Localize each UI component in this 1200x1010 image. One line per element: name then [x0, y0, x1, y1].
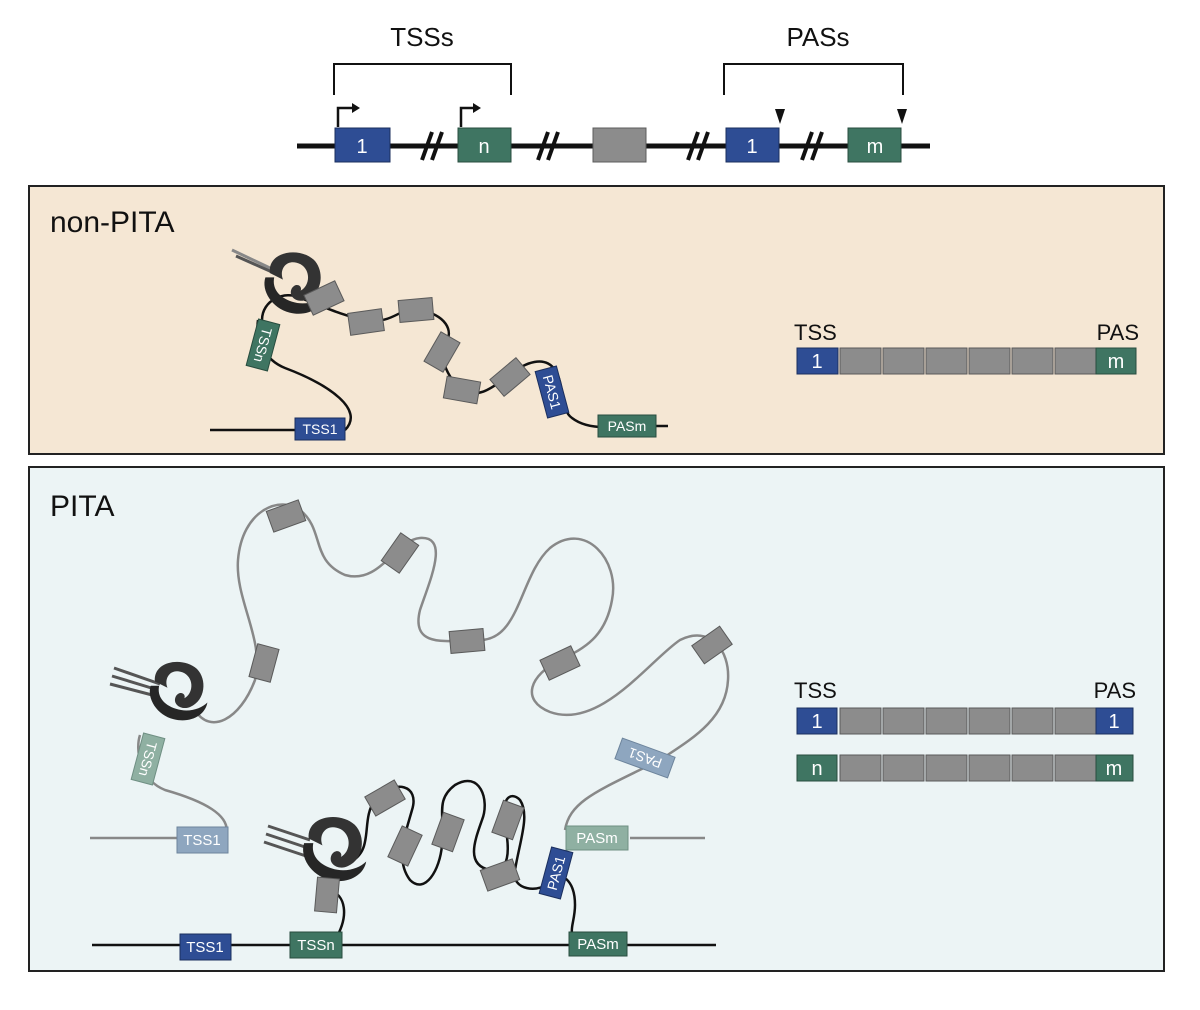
tag-pasm: PASm	[597, 414, 657, 438]
break-mark	[420, 131, 824, 161]
exon-pas-1-label: 1	[746, 136, 757, 158]
svg-text:1: 1	[1108, 711, 1119, 733]
svg-text:PASm: PASm	[608, 418, 647, 434]
svg-text:PASm: PASm	[577, 936, 618, 953]
exon-pas-m	[847, 127, 902, 163]
tag-tssn: TSSn	[245, 318, 281, 372]
exon-pas-m-label: m	[867, 136, 884, 158]
tss-arrow-head-icon	[352, 103, 360, 113]
svg-text:m: m	[1106, 758, 1123, 780]
exon-tss-n-label: n	[478, 136, 489, 158]
pita-title: PITA	[50, 490, 114, 523]
svg-text:1: 1	[811, 351, 822, 373]
nascent-peptide	[231, 248, 271, 270]
exon-tss-1	[334, 127, 391, 163]
transcript-pas-label: PAS	[1097, 320, 1139, 345]
exon-pas-1	[725, 127, 780, 163]
pita-panel: PITA TSSn TSS1 PAS1	[28, 466, 1165, 972]
non-pita-panel: non-PITA TSSn TSS1 PA	[28, 185, 1165, 455]
grey-exon	[303, 280, 531, 405]
non-pita-background	[28, 185, 1165, 455]
exon-tss-n	[457, 127, 512, 163]
pas-triangle-icon	[775, 109, 785, 124]
mrna-strand	[349, 779, 581, 942]
tag-tss1: TSS1	[294, 417, 346, 441]
svg-text:PASm: PASm	[576, 830, 617, 847]
tss-arrow-icon	[336, 106, 352, 127]
transcript-tss-label: TSS	[794, 678, 837, 703]
tag-dark-pas1: PAS1	[538, 846, 574, 900]
svg-text:TSS1: TSS1	[302, 421, 337, 437]
grey-exon	[248, 499, 733, 683]
tss-arrow-head-icon	[473, 103, 481, 113]
pas-bracket-label: PASs	[786, 22, 849, 52]
pas-triangle-icon	[897, 109, 907, 124]
svg-text:1: 1	[811, 711, 822, 733]
exon-internal	[592, 127, 647, 163]
transcript-isoform: 1 m	[796, 347, 1137, 375]
tss-bracket	[333, 63, 512, 95]
grey-exon	[314, 779, 525, 914]
transcript-tss-label: TSS	[794, 320, 837, 345]
tag-pale-tss1: TSS1	[176, 826, 229, 854]
transcript-pas-label: PAS	[1094, 678, 1136, 703]
tag-dark-tss1: TSS1	[179, 933, 232, 961]
svg-text:m: m	[1108, 351, 1125, 373]
svg-text:TSS1: TSS1	[183, 832, 221, 849]
tag-pas1: PAS1	[534, 365, 570, 419]
tss-bracket-label: TSSs	[390, 22, 454, 52]
transcript-isoform: n m	[796, 754, 1134, 782]
exon-tss-1-label: 1	[356, 136, 367, 158]
tag-pale-pasm: PASm	[565, 825, 629, 851]
svg-text:n: n	[811, 758, 822, 780]
tag-dark-tssn: TSSn	[289, 931, 343, 959]
pas-bracket	[723, 63, 904, 95]
tag-pale-tssn: TSSn	[130, 732, 166, 786]
nascent-peptide	[263, 824, 311, 858]
svg-text:TSS1: TSS1	[186, 939, 224, 956]
gene-model: TSSs PASs 1 n 1 m	[297, 22, 930, 163]
transcript-isoform: 1 1	[796, 707, 1134, 735]
svg-text:TSSn: TSSn	[297, 937, 335, 954]
non-pita-title: non-PITA	[50, 206, 175, 239]
nascent-peptide	[235, 254, 273, 274]
tss-arrow-icon	[459, 106, 473, 127]
tag-dark-pasm: PASm	[568, 931, 628, 957]
